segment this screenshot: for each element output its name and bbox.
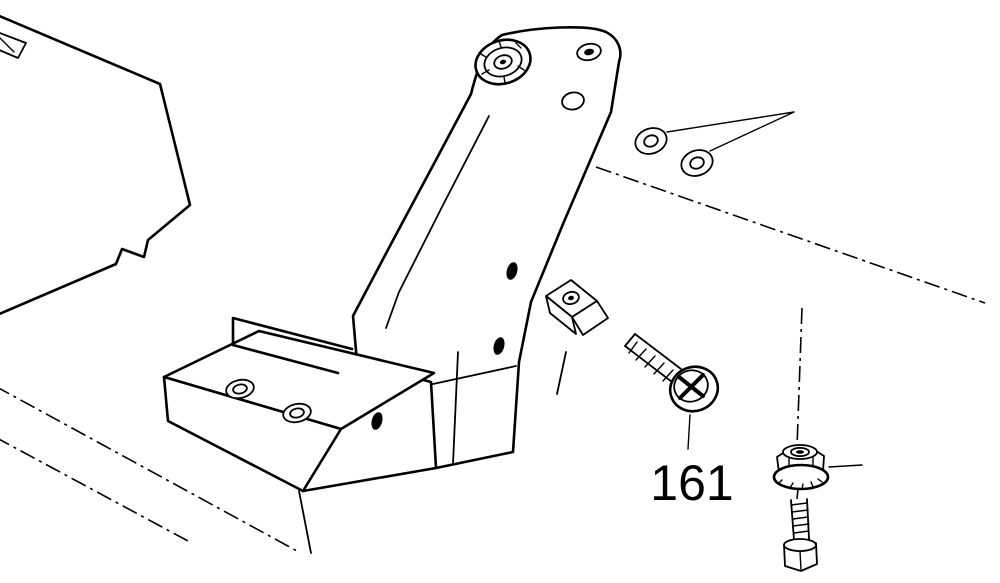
part-label-161-group: 161 [650,414,734,511]
machine-body [0,14,192,316]
top-flange-nut [474,38,532,86]
threaded-hole-2 [282,402,312,424]
part-label: 161 [650,455,733,511]
mounting-bracket [162,26,622,554]
small-washer-2 [680,149,714,177]
small-washer-1 [634,127,668,155]
bottom-flange-nut [772,444,863,491]
phillips-pan-head-screw [624,333,720,413]
washer-leader-lines [666,111,795,152]
threaded-hole-1 [225,378,255,400]
center-line-vertical-right [796,307,803,500]
clamp-plate [545,279,609,395]
bottom-hex-screw [783,498,818,572]
center-line-diagonal [595,166,986,304]
center-lines-bottom-left [0,387,298,552]
